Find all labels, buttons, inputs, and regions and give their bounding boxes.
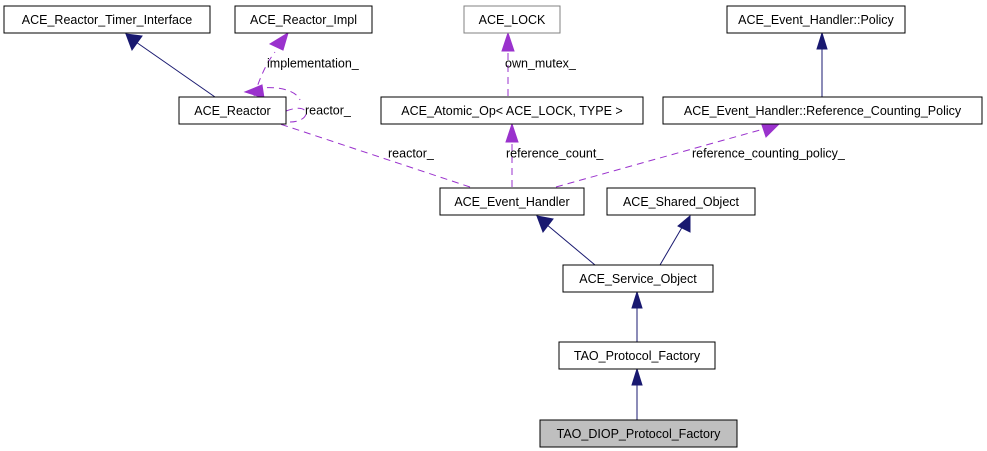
- class-node-label: TAO_DIOP_Protocol_Factory: [557, 427, 721, 441]
- edge-reactor-to-timer-interface: [125, 33, 216, 98]
- class-node-ace_event_handler[interactable]: ACE_Event_Handler: [439, 187, 585, 216]
- class-node-ace_lock[interactable]: ACE_LOCK: [463, 5, 561, 34]
- class-node-ace_atomic_op[interactable]: ACE_Atomic_Op< ACE_LOCK, TYPE >: [380, 96, 644, 125]
- class-node-box[interactable]: [539, 419, 738, 448]
- class-node-box[interactable]: [726, 5, 906, 34]
- class-node-box[interactable]: [234, 5, 373, 34]
- edge-protocol-factory-to-service-object: [631, 290, 643, 342]
- edge-label-reactor_self: reactor_: [305, 103, 352, 117]
- edge-label-implementation: implementation_: [267, 56, 360, 70]
- class-node-box[interactable]: [606, 187, 756, 216]
- class-node-label: ACE_Event_Handler::Policy: [738, 13, 894, 27]
- edge-event-handler-reference-count: [505, 122, 519, 187]
- class-node-box[interactable]: [558, 341, 716, 370]
- class-node-ace_reactor[interactable]: ACE_Reactor: [178, 96, 287, 125]
- edge-label-own_mutex: own_mutex_: [505, 56, 577, 70]
- edge-atomic-op-own-mutex: [501, 31, 515, 96]
- class-node-label: ACE_LOCK: [479, 13, 546, 27]
- class-node-ace_event_handler_policy[interactable]: ACE_Event_Handler::Policy: [726, 5, 906, 34]
- class-node-label: ACE_Event_Handler::Reference_Counting_Po…: [684, 104, 962, 118]
- edge-labels: implementation_own_mutex_reactor_reactor…: [267, 56, 846, 160]
- class-nodes: ACE_Reactor_Timer_Interface ACE_Reactor_I…: [3, 5, 983, 448]
- class-node-label: ACE_Reactor_Timer_Interface: [22, 13, 192, 27]
- class-node-ace_event_handler_reference_counting_policy[interactable]: ACE_Event_Handler::Reference_Counting_Po…: [662, 96, 983, 125]
- edge-service-object-to-event-handler: [536, 215, 596, 266]
- class-node-box[interactable]: [463, 5, 561, 34]
- edge-label-reference_counting_policy: reference_counting_policy_: [692, 146, 846, 160]
- class-node-box[interactable]: [3, 5, 211, 34]
- edge-diop-protocol-factory-to-protocol-factory: [631, 367, 643, 420]
- class-node-box[interactable]: [380, 96, 644, 125]
- edge-reference-counting-policy-to-policy: [816, 31, 828, 97]
- edge-label-reactor_eh: reactor_: [388, 146, 435, 160]
- class-node-ace_service_object[interactable]: ACE_Service_Object: [562, 264, 714, 293]
- class-node-box[interactable]: [662, 96, 983, 125]
- inheritance-edges: [125, 31, 828, 420]
- class-node-ace_reactor_impl[interactable]: ACE_Reactor_Impl: [234, 5, 373, 34]
- edge-service-object-to-shared-object: [659, 214, 691, 266]
- class-node-box[interactable]: [178, 96, 287, 125]
- class-node-label: ACE_Reactor: [194, 104, 270, 118]
- class-node-tao_diop_protocol_factory[interactable]: TAO_DIOP_Protocol_Factory: [539, 419, 738, 448]
- class-node-ace_reactor_timer_interface[interactable]: ACE_Reactor_Timer_Interface: [3, 5, 211, 34]
- class-node-label: TAO_Protocol_Factory: [574, 349, 701, 363]
- class-node-box[interactable]: [562, 264, 714, 293]
- class-node-label: ACE_Event_Handler: [454, 195, 569, 209]
- class-node-box[interactable]: [439, 187, 585, 216]
- edge-label-reference_count: reference_count_: [506, 146, 604, 160]
- class-node-label: ACE_Reactor_Impl: [250, 13, 357, 27]
- class-node-label: ACE_Atomic_Op< ACE_LOCK, TYPE >: [401, 104, 622, 118]
- class-node-label: ACE_Shared_Object: [623, 195, 740, 209]
- edge-reactor-self-reactor: [243, 84, 307, 123]
- class-node-label: ACE_Service_Object: [579, 272, 697, 286]
- class-node-tao_protocol_factory[interactable]: TAO_Protocol_Factory: [558, 341, 716, 370]
- class-node-ace_shared_object[interactable]: ACE_Shared_Object: [606, 187, 756, 216]
